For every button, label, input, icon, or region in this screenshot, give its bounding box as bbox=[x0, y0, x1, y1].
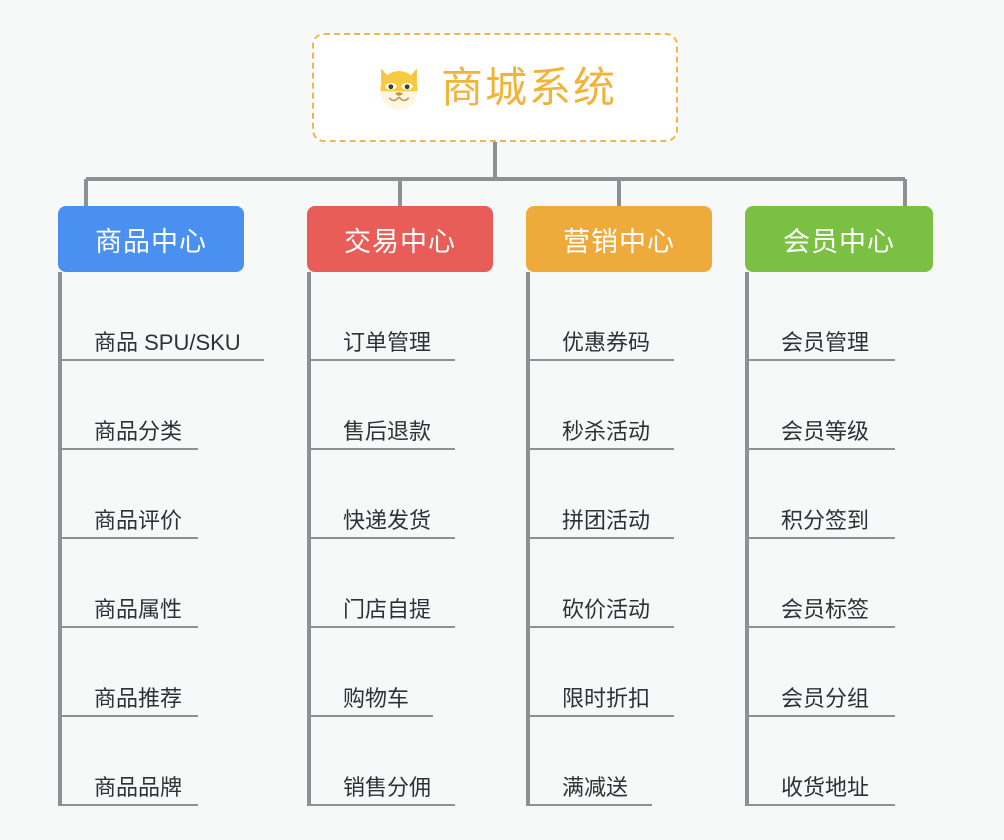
leaf-item-underline bbox=[745, 537, 895, 539]
leaf-item-underline bbox=[58, 626, 198, 628]
leaf-item-underline bbox=[307, 715, 433, 717]
leaf-item-underline bbox=[307, 359, 455, 361]
leaf-item-underline bbox=[58, 537, 198, 539]
leaf-item[interactable]: 快递发货 bbox=[307, 450, 493, 539]
leaf-item[interactable]: 门店自提 bbox=[307, 539, 493, 628]
leaf-item[interactable]: 砍价活动 bbox=[526, 539, 712, 628]
category-header-label: 交易中心 bbox=[344, 226, 456, 257]
category-header-product-center[interactable]: 商品中心 bbox=[58, 206, 244, 272]
leaf-list-product-center: 商品 SPU/SKU 商品分类商品评价商品属性商品推荐商品品牌 bbox=[58, 272, 264, 806]
leaf-item-underline bbox=[58, 804, 198, 806]
leaf-item-label: 快递发货 bbox=[343, 507, 432, 533]
leaf-item[interactable]: 积分签到 bbox=[745, 450, 933, 539]
leaf-item-underline bbox=[526, 715, 674, 717]
leaf-item-underline bbox=[526, 359, 674, 361]
leaf-item-underline bbox=[58, 715, 198, 717]
leaf-item-label: 购物车 bbox=[343, 685, 410, 711]
leaf-item[interactable]: 秒杀活动 bbox=[526, 361, 712, 450]
leaf-item[interactable]: 会员标签 bbox=[745, 539, 933, 628]
leaf-item-underline bbox=[745, 448, 895, 450]
leaf-item-underline bbox=[307, 448, 455, 450]
category-header-member-center[interactable]: 会员中心 bbox=[745, 206, 933, 272]
leaf-item-underline bbox=[526, 537, 674, 539]
leaf-item-label: 商品 SPU/SKU bbox=[94, 329, 241, 355]
leaf-item-underline bbox=[58, 448, 198, 450]
leaf-item-label: 会员等级 bbox=[781, 418, 870, 444]
leaf-item-label: 商品属性 bbox=[94, 596, 183, 622]
leaf-item-label: 秒杀活动 bbox=[562, 418, 651, 444]
leaf-item-label: 商品推荐 bbox=[94, 685, 183, 711]
leaf-item-label: 订单管理 bbox=[343, 329, 432, 355]
leaf-item-label: 销售分佣 bbox=[343, 774, 432, 800]
leaf-item-label: 满减送 bbox=[562, 774, 629, 800]
leaf-item[interactable]: 商品 SPU/SKU bbox=[58, 272, 264, 361]
leaf-item[interactable]: 商品属性 bbox=[58, 539, 244, 628]
leaf-list-member-center: 会员管理会员等级积分签到会员标签会员分组收货地址 bbox=[745, 272, 933, 806]
leaf-item[interactable]: 拼团活动 bbox=[526, 450, 712, 539]
leaf-item-label: 会员管理 bbox=[781, 329, 870, 355]
leaf-item[interactable]: 限时折扣 bbox=[526, 628, 712, 717]
leaf-item[interactable]: 商品推荐 bbox=[58, 628, 244, 717]
leaf-item-label: 门店自提 bbox=[343, 596, 432, 622]
leaf-item-label: 售后退款 bbox=[343, 418, 432, 444]
leaf-item[interactable]: 订单管理 bbox=[307, 272, 493, 361]
leaf-list-trade-center: 订单管理售后退款快递发货门店自提购物车销售分佣 bbox=[307, 272, 493, 806]
leaf-item[interactable]: 满减送 bbox=[526, 717, 712, 806]
leaf-list-marketing-center: 优惠券码秒杀活动拼团活动砍价活动限时折扣满减送 bbox=[526, 272, 712, 806]
leaf-item-label: 优惠券码 bbox=[562, 329, 651, 355]
category-header-label: 营销中心 bbox=[563, 226, 675, 257]
leaf-item-label: 收货地址 bbox=[781, 774, 870, 800]
category-column-product-center: 商品中心商品 SPU/SKU 商品分类商品评价商品属性商品推荐商品品牌 bbox=[58, 206, 264, 806]
category-column-marketing-center: 营销中心优惠券码秒杀活动拼团活动砍价活动限时折扣满减送 bbox=[526, 206, 712, 806]
category-header-label: 商品中心 bbox=[95, 226, 207, 257]
leaf-item-label: 会员分组 bbox=[781, 685, 870, 711]
leaf-item-underline bbox=[745, 359, 895, 361]
leaf-item[interactable]: 优惠券码 bbox=[526, 272, 712, 361]
leaf-item-label: 积分签到 bbox=[781, 507, 870, 533]
leaf-item-underline bbox=[526, 626, 674, 628]
leaf-item-label: 砍价活动 bbox=[562, 596, 651, 622]
leaf-item-underline bbox=[526, 448, 674, 450]
leaf-item-label: 拼团活动 bbox=[562, 507, 651, 533]
leaf-item-underline bbox=[745, 804, 895, 806]
root-title: 商城系统 bbox=[440, 63, 617, 111]
category-header-label: 会员中心 bbox=[783, 226, 895, 257]
leaf-item-underline bbox=[307, 626, 455, 628]
category-header-marketing-center[interactable]: 营销中心 bbox=[526, 206, 712, 272]
leaf-item-underline bbox=[526, 804, 652, 806]
leaf-item-label: 商品评价 bbox=[94, 507, 183, 533]
leaf-item-underline bbox=[307, 804, 455, 806]
leaf-item-underline bbox=[307, 537, 455, 539]
leaf-item[interactable]: 购物车 bbox=[307, 628, 493, 717]
leaf-item[interactable]: 售后退款 bbox=[307, 361, 493, 450]
leaf-item[interactable]: 销售分佣 bbox=[307, 717, 493, 806]
category-header-trade-center[interactable]: 交易中心 bbox=[307, 206, 493, 272]
leaf-item[interactable]: 商品品牌 bbox=[58, 717, 244, 806]
category-column-trade-center: 交易中心订单管理售后退款快递发货门店自提购物车销售分佣 bbox=[307, 206, 493, 806]
leaf-item[interactable]: 商品评价 bbox=[58, 450, 244, 539]
leaf-item-underline bbox=[58, 359, 264, 361]
leaf-item-underline bbox=[745, 626, 895, 628]
leaf-item-label: 商品品牌 bbox=[94, 774, 183, 800]
leaf-item[interactable]: 商品分类 bbox=[58, 361, 244, 450]
leaf-item[interactable]: 会员等级 bbox=[745, 361, 933, 450]
leaf-item-label: 商品分类 bbox=[94, 418, 183, 444]
leaf-item[interactable]: 收货地址 bbox=[745, 717, 933, 806]
leaf-item[interactable]: 会员管理 bbox=[745, 272, 933, 361]
category-column-member-center: 会员中心会员管理会员等级积分签到会员标签会员分组收货地址 bbox=[745, 206, 933, 806]
root-node[interactable]: 商城系统 bbox=[312, 33, 678, 142]
leaf-item-label: 会员标签 bbox=[781, 596, 870, 622]
dog-face-icon bbox=[380, 68, 418, 110]
leaf-item-underline bbox=[745, 715, 895, 717]
leaf-item-label: 限时折扣 bbox=[562, 685, 651, 711]
leaf-item[interactable]: 会员分组 bbox=[745, 628, 933, 717]
